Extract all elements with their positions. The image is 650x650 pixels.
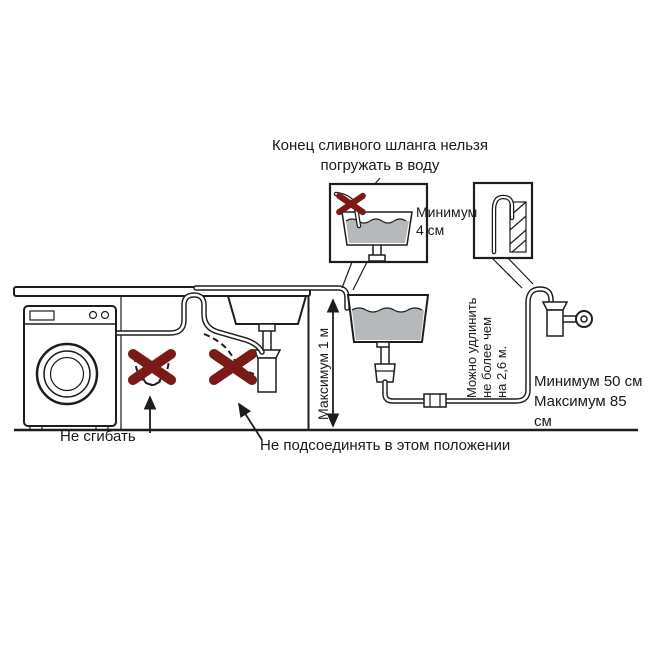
- wall-edge: [509, 201, 527, 253]
- standpipe-height-label: Минимум 50 см Максимум 85 см: [534, 373, 643, 430]
- max-1m-label: Максимум 1 м: [315, 327, 331, 420]
- knob-icon: [88, 310, 98, 320]
- forbidden-x-icon: [209, 349, 257, 385]
- inset-submersion: [328, 177, 429, 291]
- caption-line-2: погружать в воду: [320, 156, 440, 174]
- forbidden-x-icon: [336, 192, 366, 216]
- forbidden-x-icon: [128, 349, 176, 385]
- washer-door: [35, 342, 99, 406]
- washing-machine: [23, 305, 117, 431]
- inset-hook: [472, 181, 534, 289]
- submersion-caption: Конец сливного шланга нельзя погружать в…: [268, 136, 492, 175]
- no-connect-label: Не подсоединять в этом положении: [260, 437, 511, 454]
- drain-connector: [374, 363, 396, 383]
- water: [346, 219, 409, 243]
- extension-label: Можно удлинить не более чем на 2,6 м.: [464, 297, 509, 398]
- min-4cm-label: Минимум 4 см: [416, 204, 478, 239]
- wall-flange: [575, 310, 593, 328]
- washer-drain-hose: [115, 292, 265, 355]
- no-bend-label: Не сгибать: [60, 428, 136, 445]
- no-connect-arrow: [238, 402, 263, 441]
- detergent-drawer: [29, 310, 55, 321]
- hose-to-basin: [193, 285, 350, 311]
- water: [352, 308, 424, 340]
- forbidden-low-connection-hose: [203, 333, 255, 375]
- hose-coupling: [423, 393, 447, 408]
- knob-icon: [100, 310, 110, 320]
- right-standpipe: [541, 301, 593, 337]
- caption-line-1: Конец сливного шланга нельзя: [271, 137, 489, 154]
- drain-standpipe-left: [252, 349, 282, 393]
- counter-sink: [226, 295, 308, 350]
- extension-hose: [382, 286, 554, 408]
- middle-basin: [346, 294, 430, 383]
